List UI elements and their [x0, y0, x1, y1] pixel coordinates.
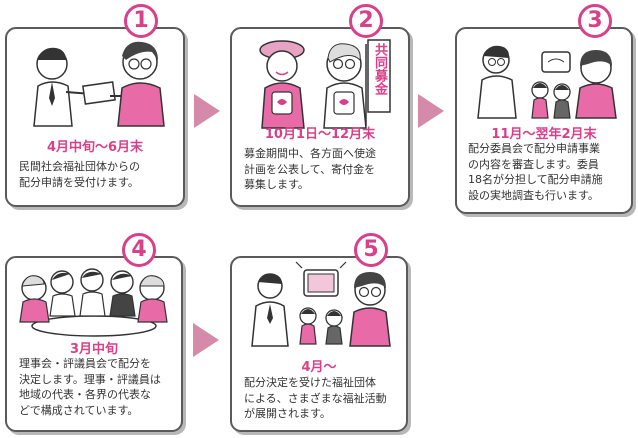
flow-arrow-1-2: [194, 94, 220, 128]
step-description-line: 設の実地調査も行います。: [468, 188, 599, 202]
step-date-2: 10月1日〜12月末: [264, 127, 376, 142]
step-description-4: 理事会・評議員会で配分を 決定します。理事・評議員は 地域の代表・各界の代表な …: [19, 356, 161, 418]
step-description-line: 配分申請を受付けます。: [19, 175, 139, 189]
step-description-line: 理事会・評議員会で配分を: [19, 357, 151, 370]
banner-text: 共同募金: [372, 43, 387, 95]
step-description-2: 募金期間中、各方面へ使途 計画を公表して、寄付金を 募集します。: [244, 146, 376, 193]
step-date-5: 4月〜: [301, 360, 337, 375]
step-date-3: 11月〜翌年2月末: [491, 127, 597, 142]
step-number-badge-5: 5: [354, 233, 388, 267]
step-description-5: 配分決定を受けた福祉団体 による、さまざまな福祉活動 が展開されます。: [244, 375, 387, 422]
step-description-3: 配分委員会で配分申請事業 の内容を審査します。委員 18名が分担して配分申請施 …: [468, 141, 603, 203]
flow-arrow-4-5: [193, 323, 219, 357]
step-number-badge-4: 4: [122, 233, 156, 267]
step-number-badge-1: 1: [124, 4, 158, 38]
step-description-line: どで構成されています。: [19, 403, 139, 417]
step-number-badge-3: 3: [578, 4, 612, 38]
illustration-fundraising-volunteers: [259, 39, 391, 129]
step-date-4: 3月中旬: [69, 342, 119, 357]
step-description-line: 配分委員会で配分申請事業: [468, 142, 600, 155]
illustration-board-meeting: [19, 268, 168, 337]
step-description-line: が展開されます。: [244, 407, 331, 420]
step-description-line: 募金期間中、各方面へ使途: [244, 147, 376, 160]
step-description-1: 民間社会福祉団体からの 配分申請を受付けます。: [19, 159, 140, 190]
step-description-line: の内容を審査します。委員: [468, 157, 599, 171]
step-date-1: 4月中旬〜6月末: [46, 140, 144, 155]
step-description-line: 募集します。: [244, 178, 309, 191]
step-description-line: 計画を公表して、寄付金を: [244, 162, 376, 176]
illustration-handing-application: [33, 41, 165, 127]
step-description-line: による、さまざまな福祉活動: [244, 391, 387, 405]
illustration-committee-review: [477, 45, 617, 119]
step-number-badge-2: 2: [349, 4, 383, 38]
flow-arrow-2-3: [418, 94, 444, 128]
illustration-welfare-activities: [251, 261, 391, 347]
step-description-line: 配分決定を受けた福祉団体: [244, 376, 376, 389]
step-description-line: 決定します。理事・評議員は: [19, 372, 161, 386]
step-description-line: 18名が分担して配分申請施: [468, 173, 603, 186]
step-description-line: 民間社会福祉団体からの: [19, 160, 140, 173]
step-description-line: 地域の代表・各界の代表な: [19, 388, 151, 401]
